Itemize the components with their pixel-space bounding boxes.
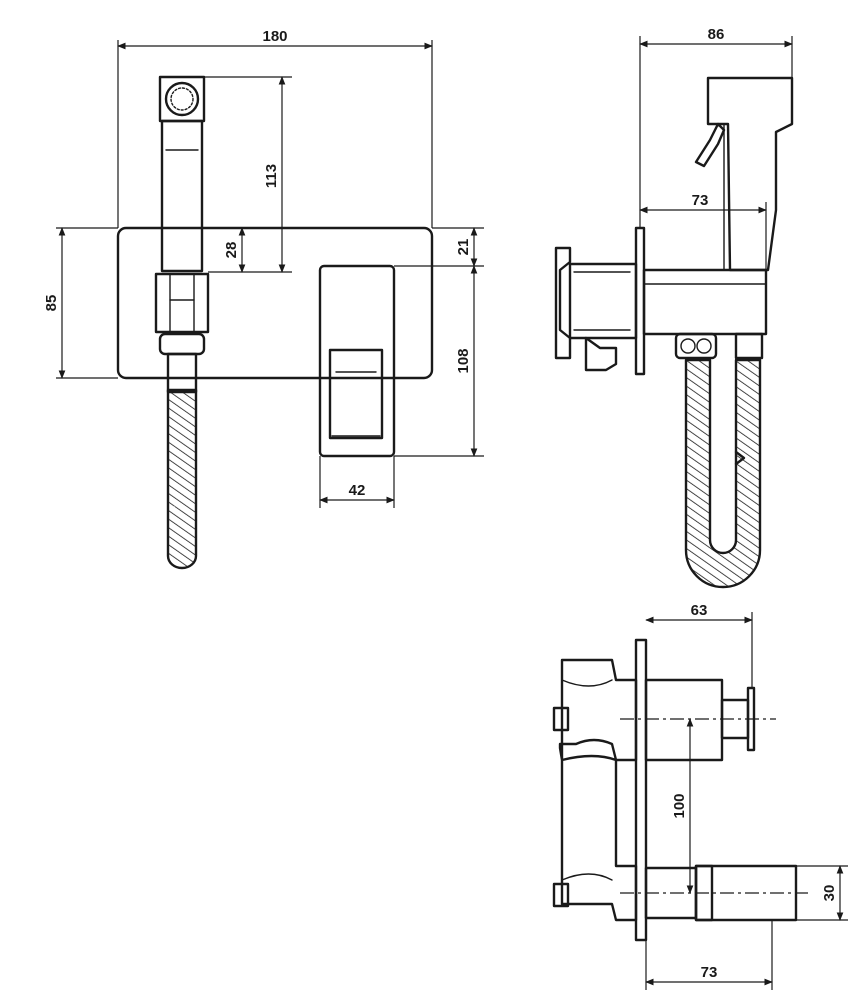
front-hose-nut [154, 272, 210, 334]
top-cartridge [644, 678, 724, 762]
dim-side-handset-depth: 73 [692, 192, 709, 209]
side-hose [684, 358, 762, 589]
front-view: 180 113 28 85 21 108 42 [43, 28, 484, 570]
top-wall-plate [634, 638, 648, 942]
dim-top-base-depth: 73 [701, 964, 718, 981]
front-hose [166, 388, 198, 570]
front-spray-holes [170, 87, 194, 111]
top-valve-port-upper [552, 706, 570, 732]
dim-front-hose-offset: 28 [223, 242, 240, 259]
top-valve-port-lower [552, 882, 570, 908]
dim-front-width: 180 [262, 28, 287, 45]
dim-top-outlet-spacing: 100 [671, 793, 688, 818]
dim-front-lever-height: 108 [455, 348, 472, 373]
front-spray-face [164, 81, 200, 117]
side-bracket-left [554, 246, 572, 360]
front-mixer-lever [318, 264, 396, 458]
side-hose-nut [674, 332, 718, 360]
front-wall-plate [116, 226, 434, 380]
side-handset-trigger [694, 122, 726, 168]
dim-side-total-depth: 86 [708, 26, 725, 43]
dim-top-depth: 63 [691, 602, 708, 619]
side-view: 86 73 [554, 26, 794, 589]
top-valve-body [558, 658, 638, 922]
dim-front-plate-height: 85 [43, 295, 60, 312]
side-bracket-foot [584, 336, 618, 372]
front-hose-collar [158, 332, 206, 356]
dim-top-outlet-size: 30 [821, 885, 838, 902]
side-lever-body [642, 268, 768, 336]
top-valve-curve-upper [561, 679, 613, 687]
side-outlet-nut [734, 332, 764, 360]
side-handset [706, 76, 794, 272]
front-handset-body [160, 119, 204, 273]
side-body-box [568, 262, 638, 340]
side-hose-bend-mark [734, 450, 746, 466]
top-view: 63 100 30 73 [552, 602, 848, 990]
dim-front-lever-width: 42 [349, 482, 366, 499]
top-valve-curve-lower [561, 873, 613, 881]
dim-front-lever-offset: 21 [455, 239, 472, 256]
front-hose-fitting [166, 352, 198, 394]
dim-front-handset-height: 113 [263, 164, 280, 188]
front-lever-window [328, 348, 384, 440]
